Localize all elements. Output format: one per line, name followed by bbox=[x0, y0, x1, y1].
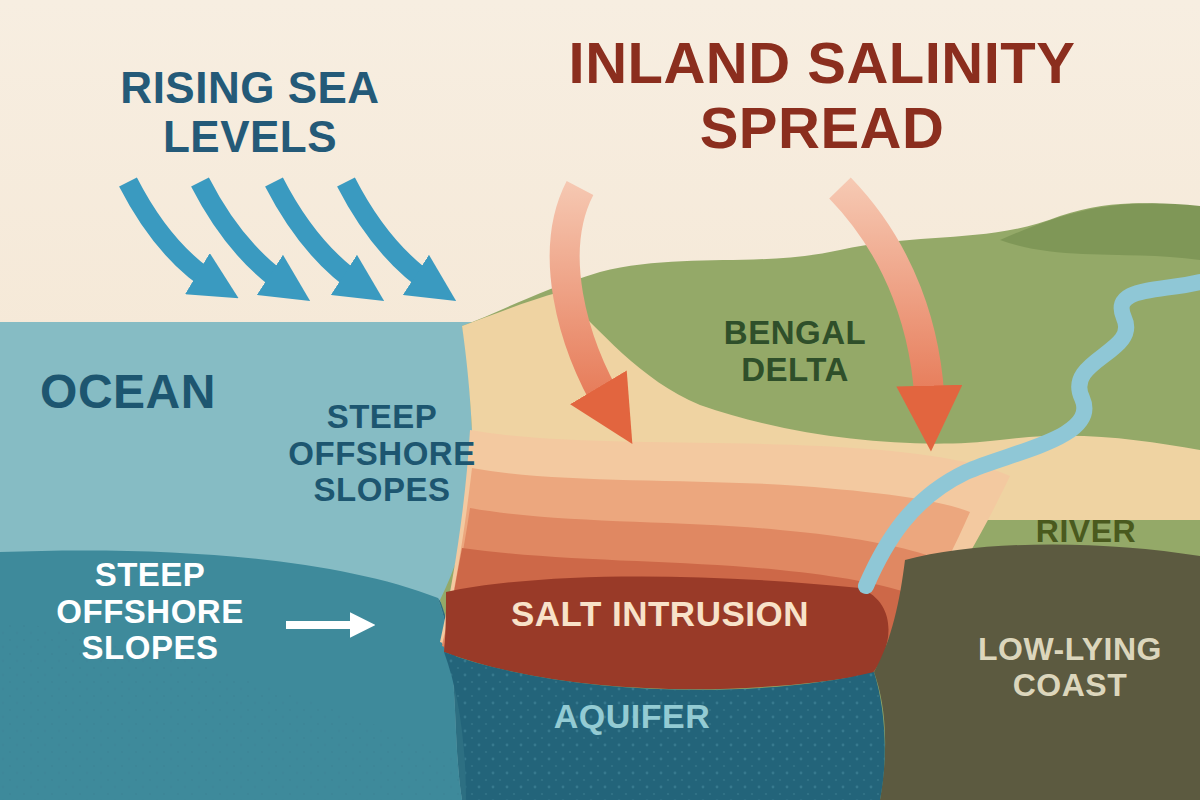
salinity-arrow bbox=[840, 188, 930, 412]
slope-pointer bbox=[286, 621, 360, 629]
salinity-arrow bbox=[565, 188, 612, 410]
zone-label: SALT INTRUSION bbox=[470, 594, 850, 633]
heading-label: RISING SEA LEVELS bbox=[100, 63, 400, 162]
zone-label: AQUIFER bbox=[502, 697, 762, 735]
aquifer-texture bbox=[444, 652, 885, 800]
deep-water bbox=[0, 550, 462, 800]
feature-label: STEEP OFFSHORE SLOPES bbox=[50, 557, 250, 668]
region-label: OCEAN bbox=[8, 365, 248, 419]
feature-label: STEEP OFFSHORE SLOPES bbox=[282, 399, 482, 510]
feature-label: RIVER bbox=[1006, 514, 1166, 550]
sea-arrow bbox=[346, 182, 436, 288]
far-hills bbox=[1000, 203, 1200, 260]
region-label: BENGAL DELTA bbox=[675, 315, 915, 389]
low-lying-coast-ground bbox=[874, 544, 1200, 800]
aquifer-ground bbox=[444, 652, 885, 800]
heading-label: INLAND SALINITY SPREAD bbox=[552, 31, 1092, 161]
deep-water-texture bbox=[0, 620, 462, 800]
salinity-arrows bbox=[565, 188, 930, 412]
zone-label: LOW-LYING COAST bbox=[955, 632, 1185, 704]
sea-level-arrows bbox=[128, 182, 436, 288]
